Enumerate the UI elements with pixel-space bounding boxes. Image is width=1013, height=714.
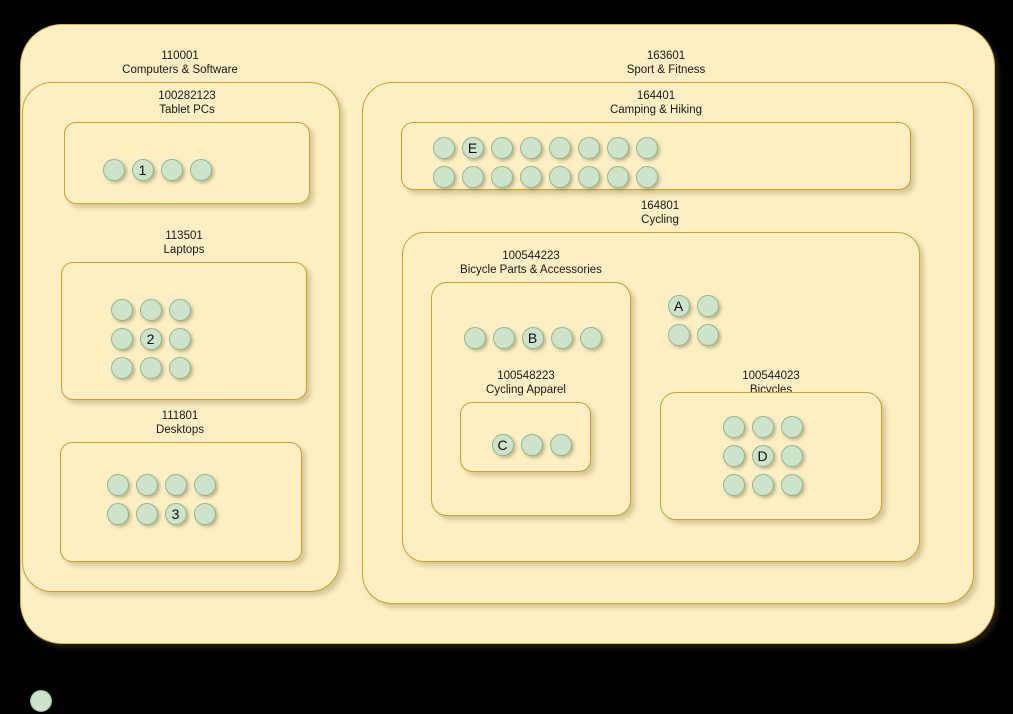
node[interactable] bbox=[189, 158, 212, 181]
node[interactable] bbox=[193, 473, 216, 496]
node[interactable] bbox=[579, 326, 602, 349]
node[interactable] bbox=[780, 473, 803, 496]
node[interactable] bbox=[492, 326, 515, 349]
node[interactable] bbox=[696, 323, 719, 346]
node[interactable]: D bbox=[751, 444, 774, 467]
node[interactable] bbox=[168, 327, 191, 350]
node[interactable] bbox=[432, 136, 455, 159]
node[interactable] bbox=[550, 326, 573, 349]
node[interactable] bbox=[110, 356, 133, 379]
node[interactable]: B bbox=[521, 326, 544, 349]
node[interactable] bbox=[106, 502, 129, 525]
node[interactable] bbox=[164, 473, 187, 496]
node[interactable] bbox=[696, 294, 719, 317]
node[interactable]: E bbox=[461, 136, 484, 159]
node[interactable] bbox=[519, 136, 542, 159]
node[interactable] bbox=[780, 444, 803, 467]
node[interactable] bbox=[490, 165, 513, 188]
cluster-laptops: 2 bbox=[107, 295, 194, 382]
node[interactable]: A bbox=[667, 294, 690, 317]
node[interactable] bbox=[548, 165, 571, 188]
node[interactable] bbox=[461, 165, 484, 188]
node[interactable] bbox=[160, 158, 183, 181]
node[interactable] bbox=[548, 136, 571, 159]
cluster-desktops: 3 bbox=[103, 470, 219, 528]
node[interactable] bbox=[463, 326, 486, 349]
node[interactable] bbox=[606, 136, 629, 159]
node[interactable] bbox=[135, 473, 158, 496]
node[interactable] bbox=[168, 356, 191, 379]
node[interactable]: 3 bbox=[164, 502, 187, 525]
node[interactable]: C bbox=[491, 433, 514, 456]
node[interactable] bbox=[490, 136, 513, 159]
node[interactable] bbox=[110, 298, 133, 321]
cluster-bike-parts: B bbox=[460, 323, 605, 352]
cluster-bicycles: D bbox=[719, 412, 806, 499]
node[interactable] bbox=[135, 502, 158, 525]
node[interactable] bbox=[139, 298, 162, 321]
node[interactable] bbox=[110, 327, 133, 350]
group-desktops[interactable] bbox=[60, 442, 302, 562]
node[interactable] bbox=[722, 473, 745, 496]
node[interactable] bbox=[549, 433, 572, 456]
cluster-tablets: 1 bbox=[99, 155, 215, 184]
node[interactable] bbox=[722, 444, 745, 467]
node[interactable] bbox=[193, 502, 216, 525]
orphan-node-wrapper bbox=[30, 690, 52, 712]
node[interactable] bbox=[667, 323, 690, 346]
node[interactable] bbox=[751, 473, 774, 496]
node[interactable] bbox=[751, 415, 774, 438]
node[interactable] bbox=[139, 356, 162, 379]
node[interactable] bbox=[102, 158, 125, 181]
node[interactable] bbox=[635, 136, 658, 159]
node[interactable] bbox=[780, 415, 803, 438]
group-bicycle-parts-accessories[interactable] bbox=[431, 282, 631, 516]
node[interactable] bbox=[606, 165, 629, 188]
node[interactable] bbox=[519, 165, 542, 188]
node[interactable] bbox=[520, 433, 543, 456]
node[interactable] bbox=[432, 165, 455, 188]
node[interactable] bbox=[577, 165, 600, 188]
node[interactable] bbox=[106, 473, 129, 496]
node[interactable]: 2 bbox=[139, 327, 162, 350]
cluster-camping: E bbox=[429, 133, 661, 191]
cluster-cycling-loose: A bbox=[664, 291, 722, 349]
node[interactable] bbox=[635, 165, 658, 188]
cluster-cycling-apparel: C bbox=[488, 430, 575, 459]
node[interactable] bbox=[168, 298, 191, 321]
node[interactable] bbox=[722, 415, 745, 438]
node[interactable]: 1 bbox=[131, 158, 154, 181]
node[interactable] bbox=[577, 136, 600, 159]
orphan-node[interactable] bbox=[30, 690, 52, 712]
